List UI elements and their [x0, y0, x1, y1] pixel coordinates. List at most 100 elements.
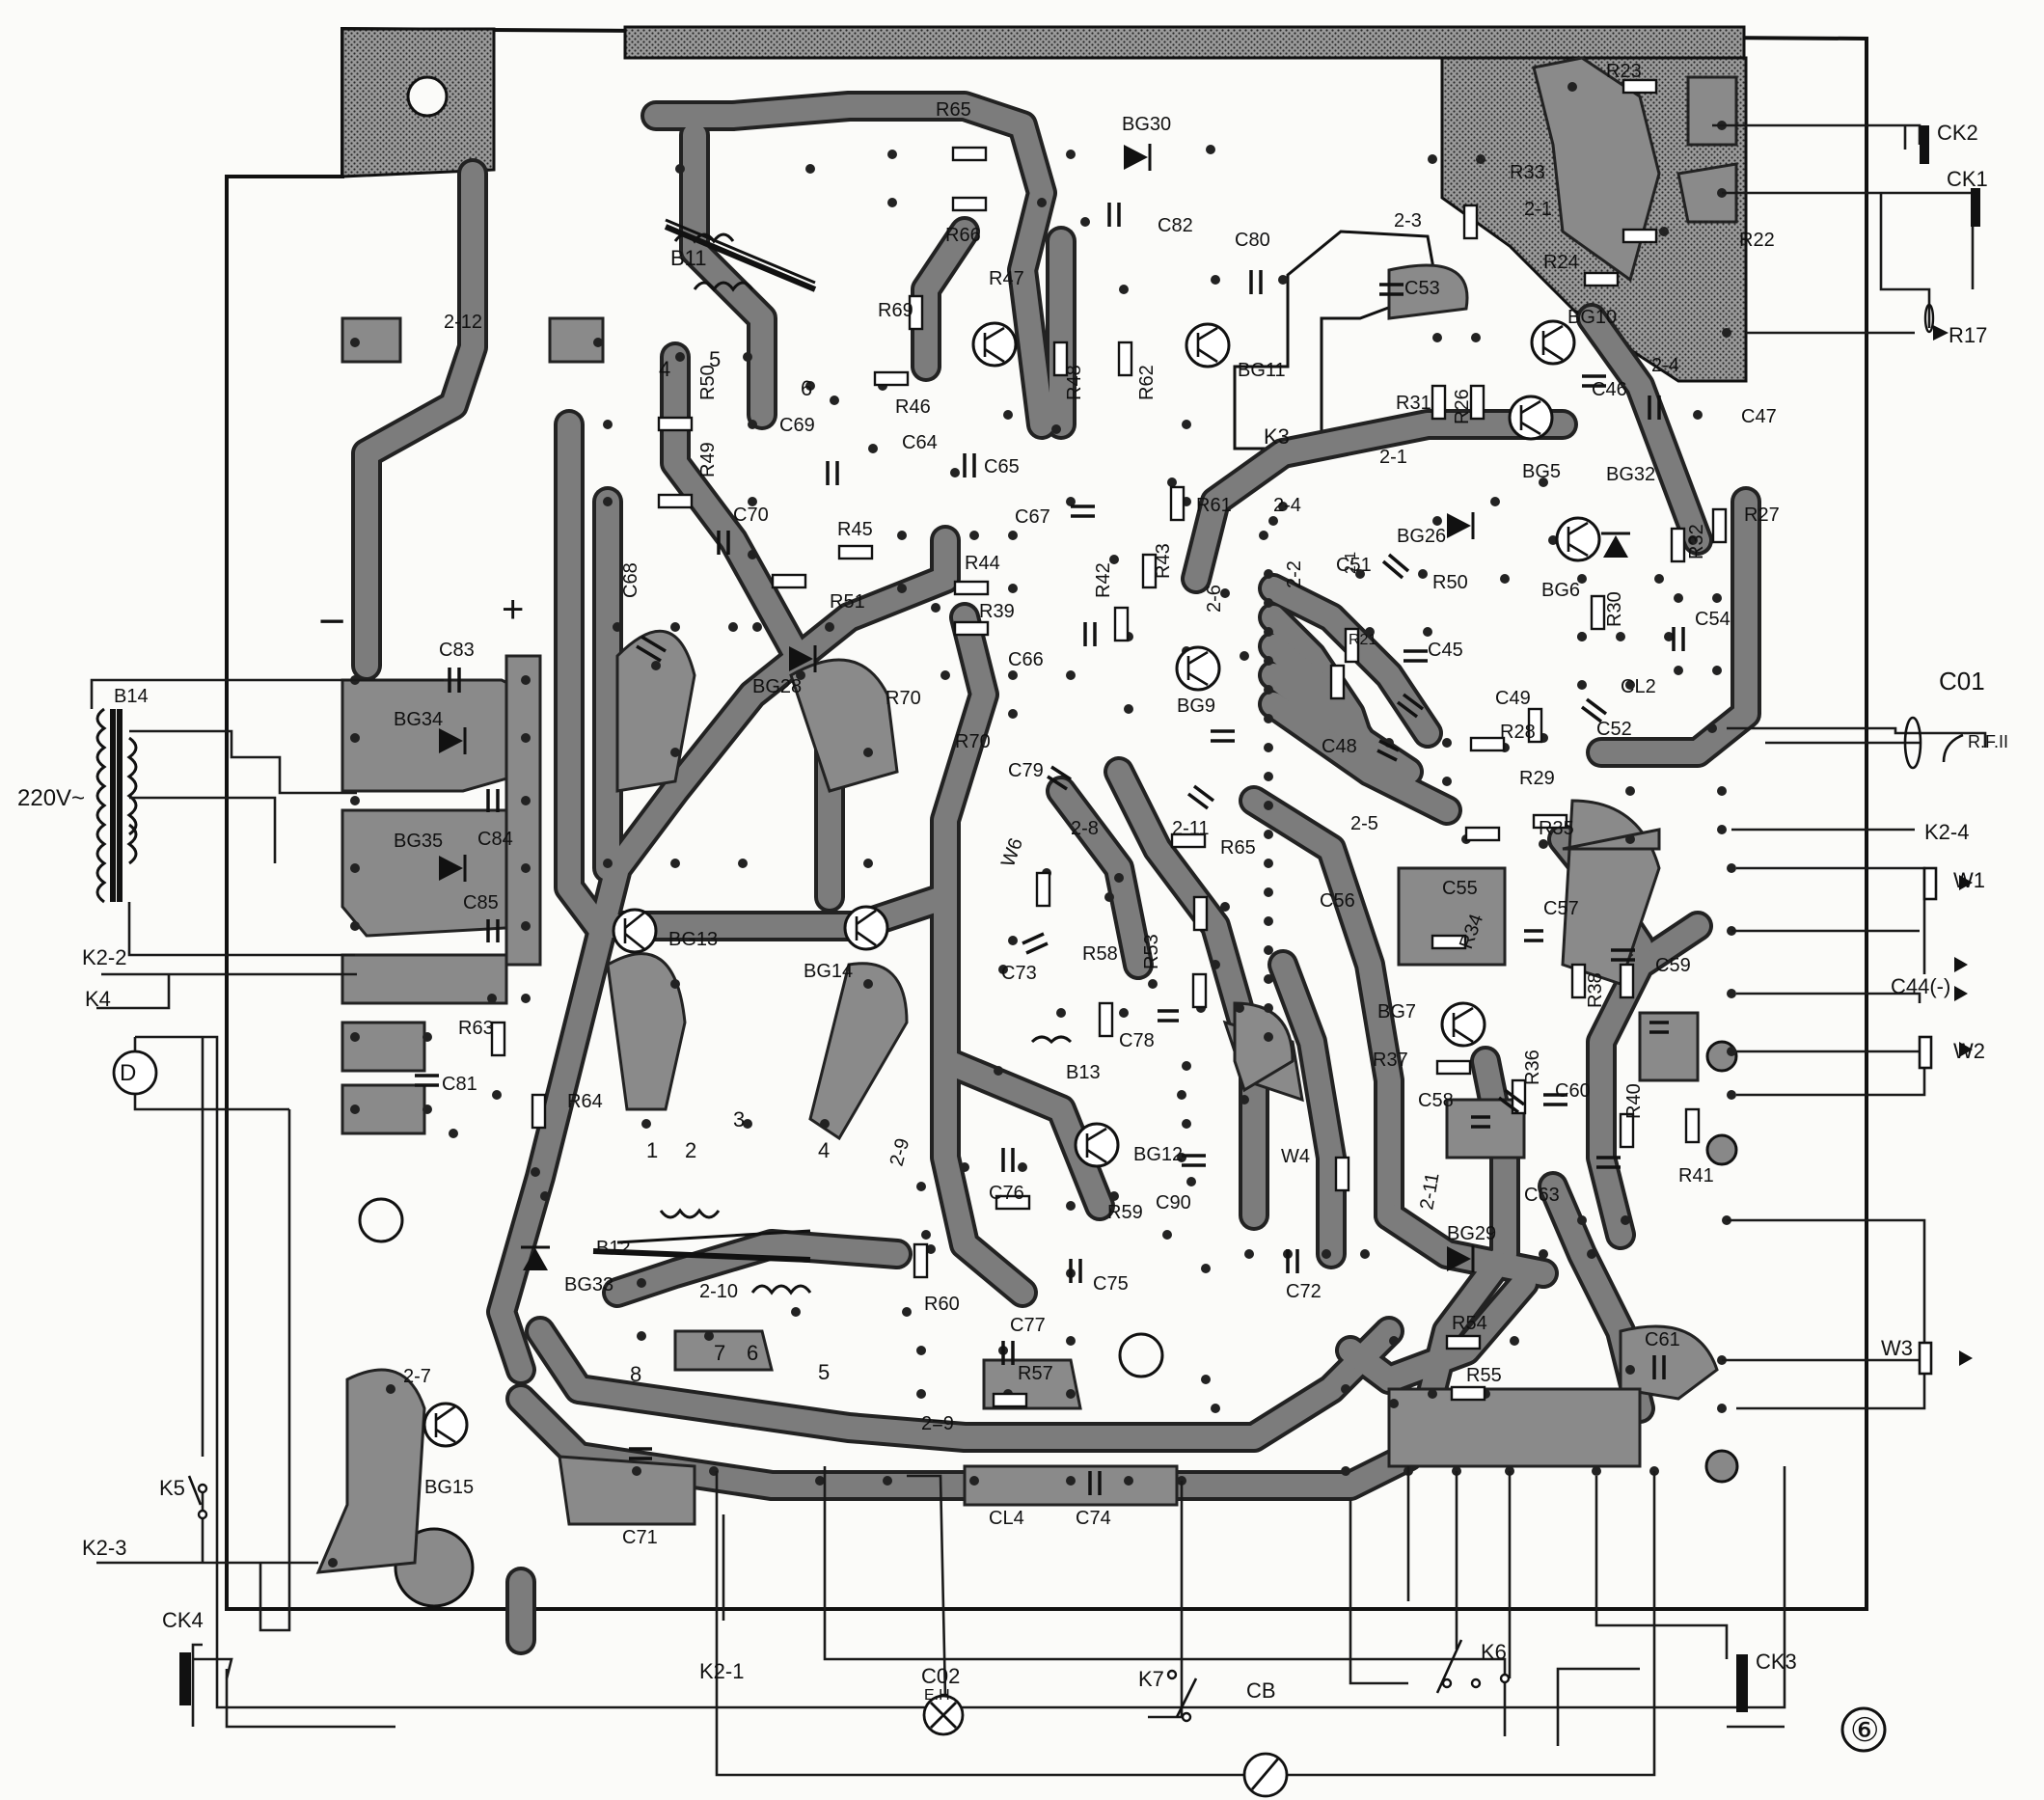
label-r44: R44: [965, 553, 1000, 574]
label-r70-2: R70: [886, 688, 921, 709]
label-r50b: R50: [1432, 572, 1468, 593]
figure-number: ⑥: [1850, 1712, 1879, 1749]
label-c49: C49: [1495, 688, 1531, 709]
ck2-jack-label: CK2: [1937, 121, 1978, 145]
label-r53: R53: [1141, 934, 1162, 969]
label-r36: R36: [1522, 1050, 1543, 1085]
label-r22: R22: [1739, 230, 1775, 251]
label-r51: R51: [830, 591, 865, 613]
external-components: [112, 125, 1980, 1798]
label-r64: R64: [567, 1091, 603, 1112]
w1-pot-label: W1: [1953, 868, 1985, 892]
label-c60: C60: [1555, 1080, 1591, 1102]
d-meter-label: D: [120, 1060, 136, 1086]
label-2-4b: 2-4: [1273, 495, 1301, 516]
label-r42: R42: [1093, 562, 1114, 598]
copper-pads-large: [315, 56, 1738, 1574]
label-bg35: BG35: [394, 831, 443, 852]
label-c81: C81: [442, 1074, 477, 1095]
label-bg7: BG7: [1377, 1001, 1416, 1023]
label-c45: C45: [1428, 640, 1463, 661]
transistor-symbols: [422, 319, 1601, 1448]
label-c58: C58: [1418, 1090, 1454, 1111]
label-r35: R35: [1539, 818, 1574, 839]
k2-2-terminal-label: K2-2: [82, 945, 126, 969]
label-b12: B12: [596, 1238, 631, 1259]
label-c72: C72: [1286, 1281, 1322, 1302]
label-pin-3: 3: [733, 1107, 745, 1132]
label-bg5: BG5: [1522, 461, 1561, 482]
coil-symbols: [95, 218, 1073, 1295]
label-c78: C78: [1119, 1030, 1155, 1051]
label-c83: C83: [439, 640, 475, 661]
label-r55: R55: [1466, 1365, 1502, 1386]
label-2-6: 2-6: [1204, 585, 1225, 613]
label-k3: K3: [1264, 424, 1290, 449]
label-c73: C73: [1001, 963, 1037, 984]
label-r27: R27: [1744, 505, 1780, 526]
label-c56: C56: [1320, 890, 1355, 912]
label-r49: R49: [697, 442, 719, 477]
label-2-2: 2-2: [1284, 560, 1305, 588]
label-r54: R54: [1452, 1313, 1487, 1334]
cb-meter-label: CB: [1246, 1678, 1276, 1703]
polarity-minus-label: −: [318, 596, 345, 647]
label-r41: R41: [1678, 1165, 1714, 1186]
label-c75: C75: [1093, 1273, 1129, 1295]
label-c79: C79: [1008, 760, 1044, 781]
label-bg6: BG6: [1541, 580, 1580, 601]
label-c68: C68: [620, 562, 641, 598]
w3-pot-label: W3: [1881, 1336, 1913, 1360]
label-2-3: 2-3: [1394, 210, 1422, 232]
k5-switch-label: K5: [159, 1476, 185, 1500]
label-bg33: BG33: [564, 1274, 613, 1295]
label-2-10: 2-10: [699, 1281, 738, 1302]
external-labels: 220V~ − + K2-2 K4 K5 K2-3 CK4 K2-1 C02 E…: [17, 121, 2008, 1749]
c44-terminal-label: C44(-): [1891, 974, 1950, 998]
label-r24: R24: [1543, 252, 1579, 273]
label-c77: C77: [1010, 1315, 1046, 1336]
label-r58: R58: [1082, 943, 1118, 965]
diode-symbols: [439, 144, 1630, 1272]
label-r30: R30: [1604, 591, 1625, 627]
label-c76: C76: [989, 1183, 1024, 1204]
label-r65: R65: [1220, 837, 1256, 859]
label-c55: C55: [1442, 878, 1478, 899]
label-2-1c: 2-1: [1379, 447, 1407, 468]
r17-terminal-label: R17: [1949, 323, 1987, 347]
label-r57: R57: [1018, 1363, 1053, 1384]
label-r70: R70: [955, 731, 991, 752]
label-r48: R48: [1064, 365, 1085, 400]
label-b11: B11: [670, 246, 707, 270]
label-r61: R61: [1196, 495, 1232, 516]
label-r40: R40: [1623, 1083, 1645, 1119]
k4-terminal-label: K4: [85, 987, 111, 1011]
c02-label: C02: [921, 1664, 960, 1688]
label-c57: C57: [1543, 898, 1579, 919]
ck3-jack-label: CK3: [1756, 1650, 1797, 1674]
label-r46: R46: [895, 396, 931, 418]
label-2-1b: 2-1: [1343, 552, 1359, 574]
capacitor-symbols: [415, 203, 1685, 1495]
label-pin-1: 1: [646, 1138, 658, 1162]
label-pin-6b: 6: [747, 1341, 758, 1365]
label-r60: R60: [924, 1294, 960, 1315]
label-bg14: BG14: [804, 961, 853, 982]
label-bg9: BG9: [1177, 695, 1215, 717]
label-bg30: BG30: [1122, 114, 1171, 135]
label-2-11b: 2-11: [1416, 1171, 1443, 1212]
label-w4: W4: [1281, 1146, 1310, 1167]
label-c47: C47: [1741, 406, 1777, 427]
label-bg10: BG10: [1567, 307, 1617, 328]
label-2-11: 2-11: [1172, 818, 1210, 839]
label-r32: R32: [1686, 524, 1707, 559]
label-c46: C46: [1592, 379, 1627, 400]
label-c52: C52: [1596, 719, 1632, 740]
label-c64: C64: [902, 432, 938, 453]
label-r43: R43: [1153, 543, 1174, 579]
label-pin-8: 8: [630, 1362, 641, 1386]
label-bg26: BG26: [1397, 526, 1446, 547]
label-c70: C70: [733, 505, 769, 526]
label-r38: R38: [1585, 972, 1606, 1008]
